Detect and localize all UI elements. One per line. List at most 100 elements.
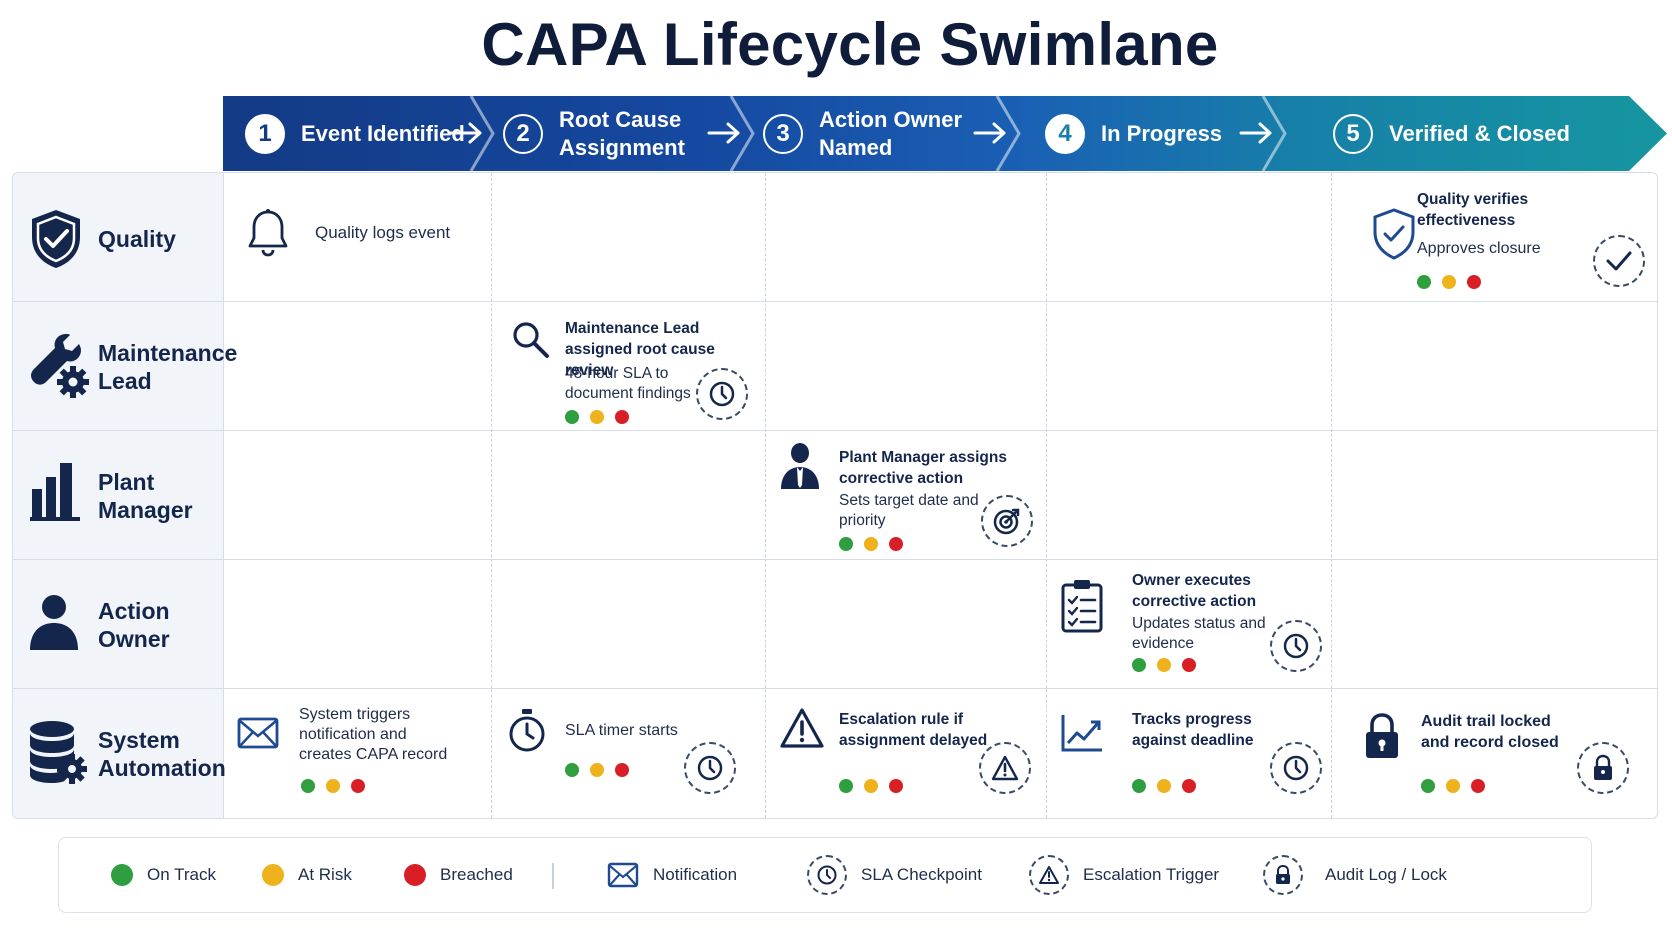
target-icon: [981, 495, 1033, 547]
on-track-dot: [1132, 779, 1146, 793]
swimlane-grid: Quality Maintenance Lead Plant: [12, 172, 1658, 819]
legend-on-track: On Track: [111, 838, 216, 912]
envelope-icon: [237, 717, 279, 749]
breached-dot: [615, 763, 629, 777]
lane-plant-manager-label: Plant Manager: [98, 469, 193, 523]
legend-notification-label: Notification: [653, 865, 738, 884]
legend-breached-label: Breached: [440, 865, 513, 884]
cell-quality-verifies-desc: Approves closure: [1417, 240, 1541, 257]
legend-sla-checkpoint: SLA Checkpoint: [807, 838, 982, 912]
breached-dot: [889, 779, 903, 793]
cell-quality-logs-event-text: Quality logs event: [315, 223, 451, 242]
legend-sla-checkpoint-label: SLA Checkpoint: [861, 865, 982, 884]
status-dots: [565, 410, 629, 424]
lane-system-automation-label: System Automation: [98, 727, 226, 781]
legend-escalation-trigger: Escalation Trigger: [1029, 838, 1219, 912]
lane-system-automation: System Automation: [13, 689, 226, 818]
stage-4-number: 4: [1045, 113, 1085, 154]
person-icon: [30, 595, 78, 650]
stage-2-label: Root Cause Assignment: [559, 106, 685, 160]
status-dots: [1421, 779, 1485, 793]
lane-maintenance-lead-label: Maintenance Lead: [98, 340, 238, 394]
breached-dot: [1471, 779, 1485, 793]
stage-5-number: 5: [1333, 113, 1373, 154]
stage-header-background: [223, 96, 1667, 171]
cell-maintenance-review-desc: 48-hour SLA to document findings: [565, 365, 691, 402]
stage-4: 4 In Progress: [1045, 96, 1222, 171]
legend-separator: [552, 863, 554, 889]
stage-divider: [1046, 173, 1047, 818]
shield-check-icon: [1373, 208, 1415, 260]
shield-check-icon: [32, 210, 80, 268]
breached-dot: [404, 864, 426, 886]
breached-dot: [1182, 779, 1196, 793]
on-track-dot: [301, 779, 315, 793]
envelope-icon: [607, 862, 639, 888]
legend-notification: Notification: [607, 838, 737, 912]
wrench-gear-icon: [31, 334, 89, 398]
stage-divider: [1331, 173, 1332, 818]
lane-maintenance-lead: Maintenance Lead: [13, 302, 238, 431]
on-track-dot: [1421, 779, 1435, 793]
status-dots: [1417, 275, 1481, 289]
status-dots: [839, 779, 903, 793]
on-track-dot: [565, 410, 579, 424]
database-gear-icon: [30, 721, 87, 784]
on-track-dot: [1417, 275, 1431, 289]
clock-icon: [696, 368, 748, 420]
legend-breached: Breached: [404, 838, 513, 912]
legend-at-risk: At Risk: [262, 838, 352, 912]
stage-1: 1 Event Identified: [245, 96, 465, 171]
cell-quality-verifies-title: Quality verifies effectiveness: [1417, 191, 1529, 229]
stage-arrow-icon: [449, 122, 482, 144]
magnifier-icon: [513, 322, 549, 358]
legend-escalation-trigger-label: Escalation Trigger: [1083, 865, 1220, 884]
stopwatch-icon: [509, 709, 545, 752]
breached-dot: [889, 537, 903, 551]
stage-header: 1 Event Identified 2 Root Cause Assignme…: [223, 96, 1667, 171]
stage-3-label: Action Owner Named: [819, 106, 963, 160]
stage-arrow-icon: [1239, 122, 1272, 144]
stage-3-number: 3: [763, 113, 803, 154]
status-dots: [301, 779, 365, 793]
on-track-dot: [565, 763, 579, 777]
cell-plant-manager-assigns-desc: Sets target date and priority: [839, 492, 979, 529]
warning-icon: [780, 708, 824, 748]
stage-arrow-icon: [707, 122, 740, 144]
status-dots: [839, 537, 903, 551]
stage-4-label: In Progress: [1101, 120, 1223, 146]
padlock-icon: [1366, 713, 1398, 758]
breached-dot: [351, 779, 365, 793]
stage-5-label: Verified & Closed: [1389, 120, 1570, 146]
padlock-icon: [1263, 855, 1303, 895]
warning-icon: [979, 742, 1031, 794]
on-track-dot: [839, 537, 853, 551]
warning-icon: [1029, 855, 1069, 895]
at-risk-dot: [326, 779, 340, 793]
stage-2: 2 Root Cause Assignment: [503, 96, 699, 171]
cell-owner-executes-desc: Updates status and evidence: [1132, 615, 1266, 652]
cell-audit-trail-text: Audit trail locked and record closed: [1421, 713, 1559, 751]
at-risk-dot: [1446, 779, 1460, 793]
at-risk-dot: [1157, 658, 1171, 672]
lane-divider: [13, 688, 1657, 689]
lane-quality-label: Quality: [98, 226, 176, 252]
breached-dot: [1182, 658, 1196, 672]
stage-1-number: 1: [245, 113, 285, 154]
lane-action-owner: Action Owner: [13, 560, 224, 689]
clock-icon: [807, 855, 847, 895]
clock-icon: [684, 742, 736, 794]
diagram-title: CAPA Lifecycle Swimlane: [481, 11, 1219, 78]
cell-sla-timer-text: SLA timer starts: [565, 722, 678, 739]
stage-1-label: Event Identified: [301, 120, 465, 146]
at-risk-dot: [864, 537, 878, 551]
at-risk-dot: [590, 410, 604, 424]
on-track-dot: [839, 779, 853, 793]
bar-chart-icon: [30, 463, 80, 521]
cell-tracks-progress-text: Tracks progress against deadline: [1132, 711, 1254, 749]
on-track-dot: [111, 864, 133, 886]
cell-maintenance-review-title: Maintenance Lead assigned root cause rev…: [565, 320, 715, 379]
lane-divider: [13, 430, 1657, 431]
lane-action-owner-label: Action Owner: [98, 598, 170, 652]
stage-5: 5 Verified & Closed: [1333, 96, 1570, 171]
